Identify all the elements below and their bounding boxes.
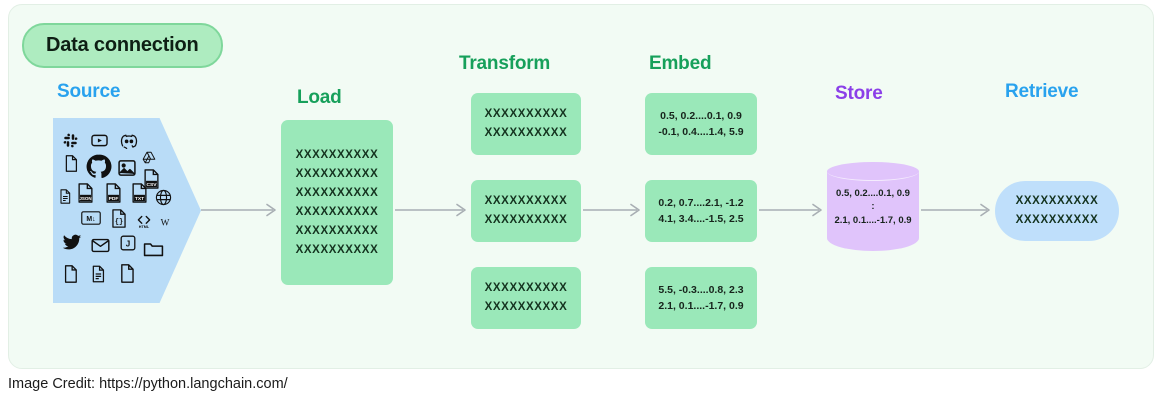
svg-text:M↓: M↓ [86,216,95,223]
stage-title-transform: Transform [459,53,551,74]
embed-vector-line: -0.1, 0.4....1.4, 5.9 [658,126,744,138]
slack-icon [63,133,78,148]
load-line: XXXXXXXXXX [295,205,379,218]
stage-title-retrieve: Retrieve [1005,81,1079,102]
svg-text:W: W [161,218,170,228]
retrieve-box: XXXXXXXXXX XXXXXXXXXX [995,181,1119,241]
load-line: XXXXXXXXXX [295,224,379,237]
code-file-icon: {} [112,209,126,228]
load-line: XXXXXXXXXX [295,167,379,180]
github-icon [86,154,112,178]
embed-vector-line: 4.1, 3.4....-1.5, 2.5 [658,213,744,225]
embed-box: 0.2, 0.7....2.1, -1.2 4.1, 3.4....-1.5, … [645,180,757,242]
store-vector-text: 0.5, 0.2....0.1, 0.9 : 2.1, 0.1....-1.7,… [827,186,919,228]
discord-icon [120,134,138,149]
email-icon [91,238,110,253]
json-file-icon: JSON [78,183,93,203]
transform-line: XXXXXXXXXX [484,282,568,294]
svg-text:PDF: PDF [109,196,119,202]
svg-text:HTML: HTML [139,225,150,229]
load-box: XXXXXXXXXX XXXXXXXXXX XXXXXXXXXX XXXXXXX… [281,120,393,285]
markdown-icon: M↓ [81,211,101,225]
store-separator: : [871,201,875,212]
cylinder-top-ellipse [827,162,919,181]
image-icon [118,160,136,176]
data-connection-badge: Data connection [22,23,223,68]
svg-text:TXT: TXT [135,196,144,202]
arrow-transform-to-embed [583,203,640,217]
embed-box: 5.5, -0.3....0.8, 2.3 2.1, 0.1....-1.7, … [645,267,757,329]
page-file-icon [121,264,134,283]
svg-text:JSON: JSON [79,196,91,201]
embed-vector-line: 0.5, 0.2....0.1, 0.9 [660,110,742,122]
diagram-canvas: Data connection Source Load Transform Em… [8,4,1154,369]
transform-box: XXXXXXXXXX XXXXXXXXXX [471,267,581,329]
svg-text:{}: {} [115,219,123,227]
document-icon [60,189,71,204]
transform-line: XXXXXXXXXX [484,127,568,139]
transform-box: XXXXXXXXXX XXXXXXXXXX [471,93,581,155]
stage-title-load: Load [297,87,342,108]
source-icon-cluster: CSV JSON PDF TXT [57,131,172,291]
blank-file-icon [64,265,77,283]
transform-line: XXXXXXXXXX [484,108,568,120]
svg-text:CSV: CSV [146,182,157,188]
arrow-embed-to-store [759,203,822,217]
transform-line: XXXXXXXXXX [484,195,568,207]
store-line-top: 0.5, 0.2....0.1, 0.9 [836,188,910,199]
load-line: XXXXXXXXXX [295,148,379,161]
arrow-source-to-load [201,203,276,217]
youtube-icon [91,134,108,147]
store-cylinder: 0.5, 0.2....0.1, 0.9 : 2.1, 0.1....-1.7,… [827,162,919,260]
embed-vector-line: 0.2, 0.7....2.1, -1.2 [658,197,744,209]
retrieve-line: XXXXXXXXXX [1015,214,1099,226]
csv-file-icon: CSV [144,169,159,189]
embed-vector-line: 2.1, 0.1....-1.7, 0.9 [658,300,744,312]
arrow-load-to-transform [395,203,466,217]
cylinder-body [827,171,919,251]
twitter-icon [62,234,82,250]
load-line: XXXXXXXXXX [295,186,379,199]
transform-box: XXXXXXXXXX XXXXXXXXXX [471,180,581,242]
embed-box: 0.5, 0.2....0.1, 0.9 -0.1, 0.4....1.4, 5… [645,93,757,155]
html-icon: HTML [137,215,151,229]
arrow-store-to-retrieve [921,203,990,217]
wikipedia-icon: W [161,218,170,228]
transform-line: XXXXXXXXXX [484,214,568,226]
embed-vector-line: 5.5, -0.3....0.8, 2.3 [658,284,744,296]
pdf-file-icon: PDF [106,183,121,203]
store-line-bottom: 2.1, 0.1....-1.7, 0.9 [834,215,912,226]
text-file-icon [92,265,105,283]
svg-text:J: J [126,240,130,249]
image-credit-caption: Image Credit: https://python.langchain.c… [8,376,288,392]
stage-title-embed: Embed [649,53,712,74]
txt-file-icon: TXT [132,183,147,203]
stage-title-store: Store [835,83,883,104]
transform-line: XXXXXXXXXX [484,301,568,313]
folder-icon [143,243,164,257]
javascript-icon: J [120,235,136,251]
web-globe-icon [155,189,172,206]
stage-title-source: Source [57,81,121,102]
file-icon [65,155,78,172]
google-drive-icon [142,151,156,164]
load-line: XXXXXXXXXX [295,243,379,256]
retrieve-line: XXXXXXXXXX [1015,195,1099,207]
